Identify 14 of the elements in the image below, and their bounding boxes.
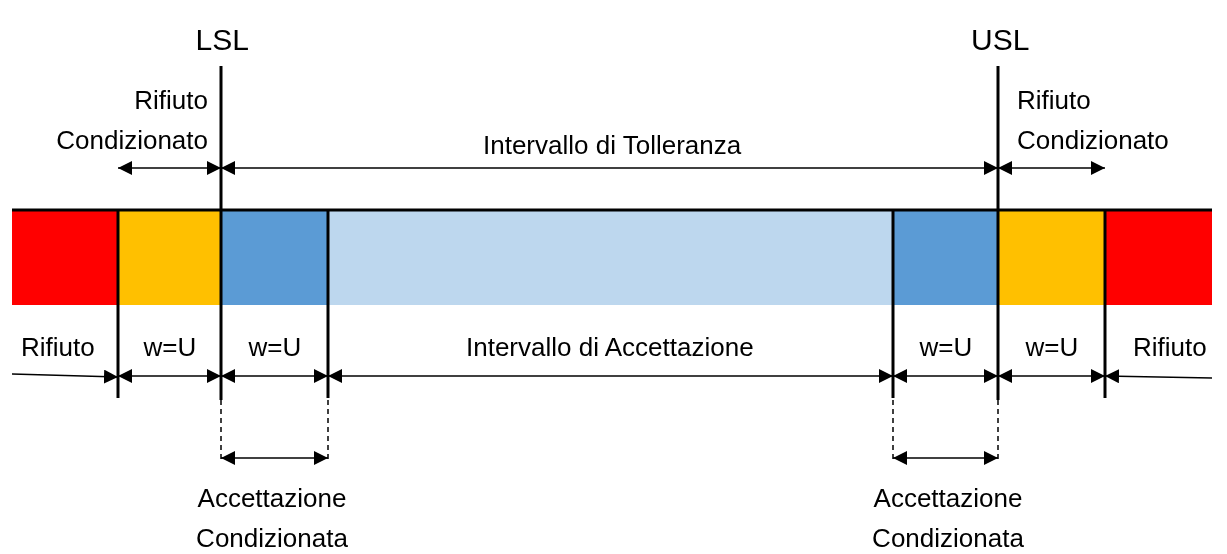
zone-label: Rifiuto bbox=[21, 331, 95, 364]
limit-label: USL bbox=[971, 22, 1030, 58]
zone-label: Rifiuto Condizionato bbox=[55, 84, 208, 157]
dimension-label: w=U bbox=[248, 331, 302, 364]
dimension-label: w=U bbox=[919, 331, 973, 364]
interval-label: Intervallo di Accettazione bbox=[466, 331, 754, 364]
zone-label: Accettazione Condizionata bbox=[871, 482, 1025, 554]
interval-label: Intervallo di Tolleranza bbox=[483, 129, 742, 162]
zone-label: Rifiuto bbox=[1133, 331, 1207, 364]
dimension-label: w=U bbox=[1025, 331, 1079, 364]
limit-label: LSL bbox=[195, 22, 249, 58]
dimension-label: w=U bbox=[143, 331, 197, 364]
zone-label: Rifiuto Condizionato bbox=[1017, 84, 1170, 157]
zone-label: Accettazione Condizionata bbox=[195, 482, 349, 554]
